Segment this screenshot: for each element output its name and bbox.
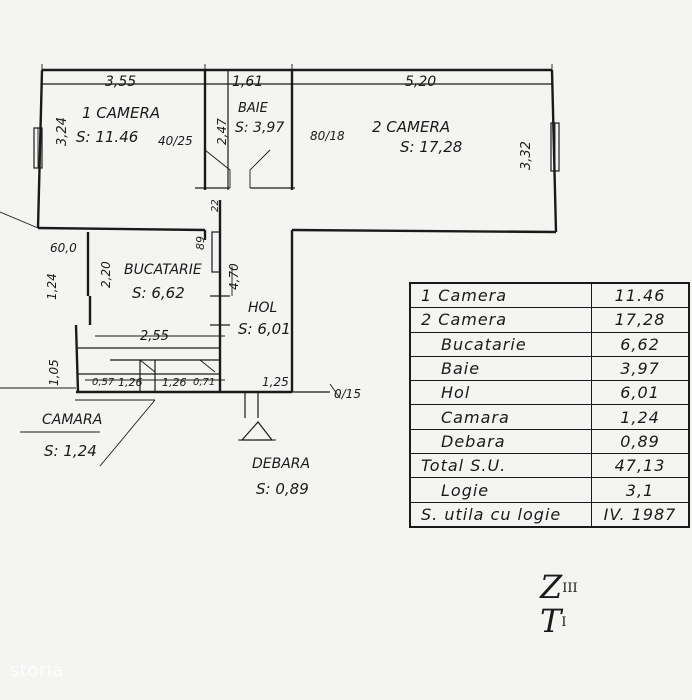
area-value: IV. 1987 xyxy=(591,501,690,528)
dim-126a: 1,26 xyxy=(118,376,143,389)
dim-015: 0/15 xyxy=(334,387,361,401)
area-label: Logie xyxy=(409,477,592,503)
floor-letter-2: T xyxy=(540,602,562,640)
room-name-camera2: 2 CAMERA xyxy=(372,118,450,136)
room-area-camera1: S: 11.46 xyxy=(76,128,138,146)
room-area-baie: S: 3,97 xyxy=(235,120,284,136)
dim-outer-h: 1,24 xyxy=(45,273,59,300)
dim-89: 89 xyxy=(194,236,207,250)
dimension-lines xyxy=(0,64,553,467)
dim-right-height: 3,32 xyxy=(519,141,534,170)
dim-kitchen-h: 2,20 xyxy=(99,261,113,288)
dim-071: 0,71 xyxy=(193,377,215,388)
area-value: 47,13 xyxy=(591,453,690,479)
dim-door-2: 80/18 xyxy=(310,129,345,143)
area-label: Baie xyxy=(409,355,592,382)
door-swings xyxy=(139,149,271,373)
area-value: 3,1 xyxy=(591,477,690,503)
room-area-bucatarie: S: 6,62 xyxy=(132,284,185,302)
room-name-debara: DEBARA xyxy=(252,456,310,472)
area-value: 11.46 xyxy=(591,282,690,309)
dim-top-1: 3,55 xyxy=(105,74,136,90)
area-value: 3,97 xyxy=(591,355,690,382)
floor-sup: III xyxy=(562,581,578,596)
room-name-hol: HOL xyxy=(248,300,277,316)
room-name-baie: BAIE xyxy=(238,101,269,116)
room-area-hol: S: 6,01 xyxy=(238,320,291,338)
area-label: Total S.U. xyxy=(409,453,592,479)
room-area-debara: S: 0,89 xyxy=(256,480,309,498)
area-value: 6,01 xyxy=(591,380,690,406)
room-area-camara: S: 1,24 xyxy=(44,442,97,460)
dim-126b: 1,26 xyxy=(162,376,187,389)
kitchen-vent xyxy=(211,231,221,273)
dim-left-height: 3,24 xyxy=(55,117,70,146)
entrance-arrow-icon xyxy=(240,421,274,441)
area-label: Camara xyxy=(409,404,592,430)
dim-top-2: 1,61 xyxy=(232,74,263,90)
area-label: Debara xyxy=(409,428,592,455)
area-label: 2 Camera xyxy=(409,307,592,333)
area-value: 1,24 xyxy=(591,404,690,430)
dim-top-3: 5,20 xyxy=(405,74,436,90)
dim-60: 60,0 xyxy=(50,241,77,255)
area-label: Bucatarie xyxy=(409,331,592,357)
area-value: 6,62 xyxy=(591,331,690,357)
area-label: S. utila cu logie xyxy=(409,501,592,528)
area-table-row: Total S.U.47,13 xyxy=(409,453,690,479)
floor-mark-line-2: TI xyxy=(540,604,578,638)
area-value: 0,89 xyxy=(591,428,690,455)
dim-22: 22 xyxy=(210,199,221,212)
dim-baie-height: 2,47 xyxy=(215,118,229,145)
dim-door-1: 40/25 xyxy=(158,134,193,148)
area-value: 17,28 xyxy=(591,307,690,333)
room-area-camera2: S: 17,28 xyxy=(400,138,462,156)
floor-letter: Z xyxy=(540,568,563,606)
floor-mark-line-1: ZIII xyxy=(540,570,578,604)
floor-sup-2: I xyxy=(561,615,567,630)
storia-watermark: storia xyxy=(10,660,64,681)
dim-hol-h: 4,70 xyxy=(227,263,241,290)
area-label: Hol xyxy=(409,380,592,406)
room-name-bucatarie: BUCATARIE xyxy=(124,262,202,278)
room-name-camera1: 1 CAMERA xyxy=(82,104,160,122)
dim-255: 2,55 xyxy=(140,329,169,344)
dim-057: 0,57 xyxy=(92,377,115,388)
area-label: 1 Camera xyxy=(409,282,592,309)
room-name-camara: CAMARA xyxy=(42,412,102,428)
floor-mark: ZIII TI xyxy=(540,570,578,638)
dim-125: 1,25 xyxy=(262,375,289,389)
dim-105: 1,05 xyxy=(47,359,61,386)
